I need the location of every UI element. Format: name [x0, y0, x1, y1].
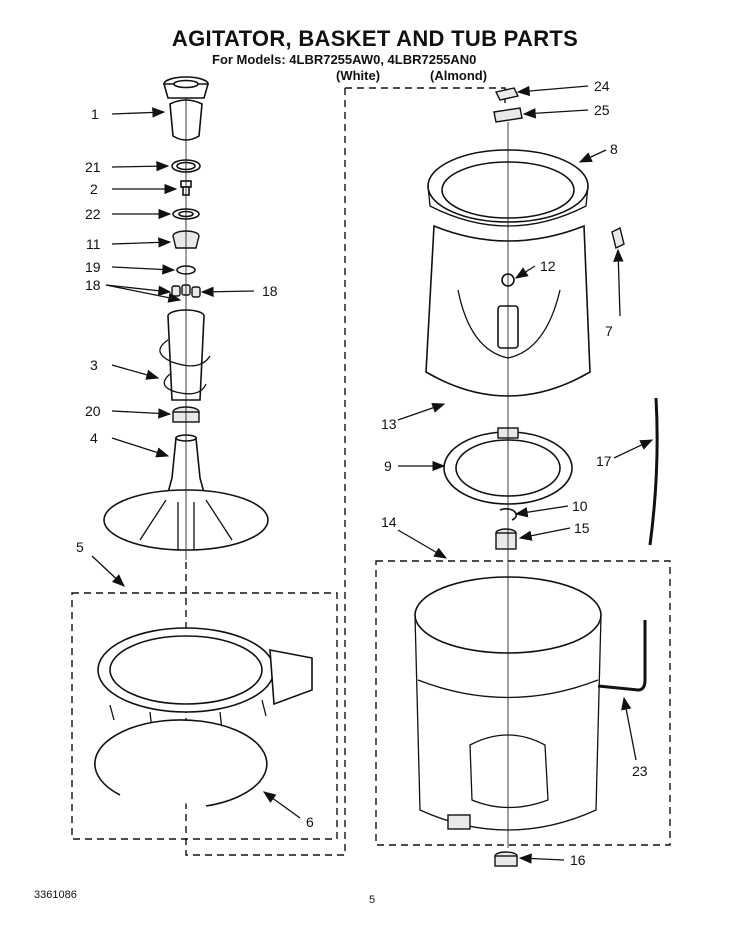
callout-9: 9 [384, 458, 392, 474]
callout-17: 17 [596, 453, 612, 469]
callout-5: 5 [76, 539, 84, 555]
almond-label: (Almond) [430, 68, 488, 83]
callout-6: 6 [306, 814, 314, 830]
callout-14: 14 [381, 514, 397, 530]
part-25-retainer [493, 107, 523, 123]
white-label: (White) [336, 68, 381, 83]
callout-1: 1 [91, 106, 99, 122]
part-1-dispenser-cap [162, 76, 210, 141]
callout-18-right: 18 [262, 283, 278, 299]
part-7-clip [611, 226, 625, 250]
leader-lines [91, 85, 654, 864]
part-3-auger [159, 309, 211, 401]
callout-12: 12 [540, 258, 556, 274]
callout-13: 13 [381, 416, 397, 432]
group-5-dashed-box [71, 592, 338, 840]
part-5-ring [97, 627, 313, 731]
document-number: 3361086 [34, 889, 77, 901]
callout-21: 21 [85, 159, 101, 175]
callout-22: 22 [85, 206, 101, 222]
models-line: For Models: 4LBR7255AW0, 4LBR7255AN0 [212, 52, 477, 67]
callout-18-left: 18 [85, 277, 101, 293]
part-23-drain-hose [597, 620, 647, 692]
group-14-dashed-box [375, 560, 671, 846]
callout-16: 16 [570, 852, 586, 868]
callout-20: 20 [85, 403, 101, 419]
callout-19: 19 [85, 259, 101, 275]
callout-4: 4 [90, 430, 98, 446]
part-15-coupling [495, 528, 517, 550]
callout-2: 2 [90, 181, 98, 197]
callout-11: 11 [86, 236, 101, 252]
callout-24: 24 [594, 78, 610, 94]
callout-8: 8 [610, 141, 618, 157]
part-6-snap-ring [94, 719, 268, 807]
callout-25: 25 [594, 102, 610, 118]
part-17-hose [648, 397, 659, 546]
part-16-seal [494, 851, 518, 867]
callout-10: 10 [572, 498, 588, 514]
callout-15: 15 [574, 520, 590, 536]
callout-23: 23 [632, 763, 648, 779]
page-title: AGITATOR, BASKET AND TUB PARTS [171, 26, 579, 51]
callout-3: 3 [90, 357, 98, 373]
part-24-clip [494, 87, 520, 101]
callout-7: 7 [605, 323, 613, 339]
page-number: 5 [369, 894, 376, 906]
